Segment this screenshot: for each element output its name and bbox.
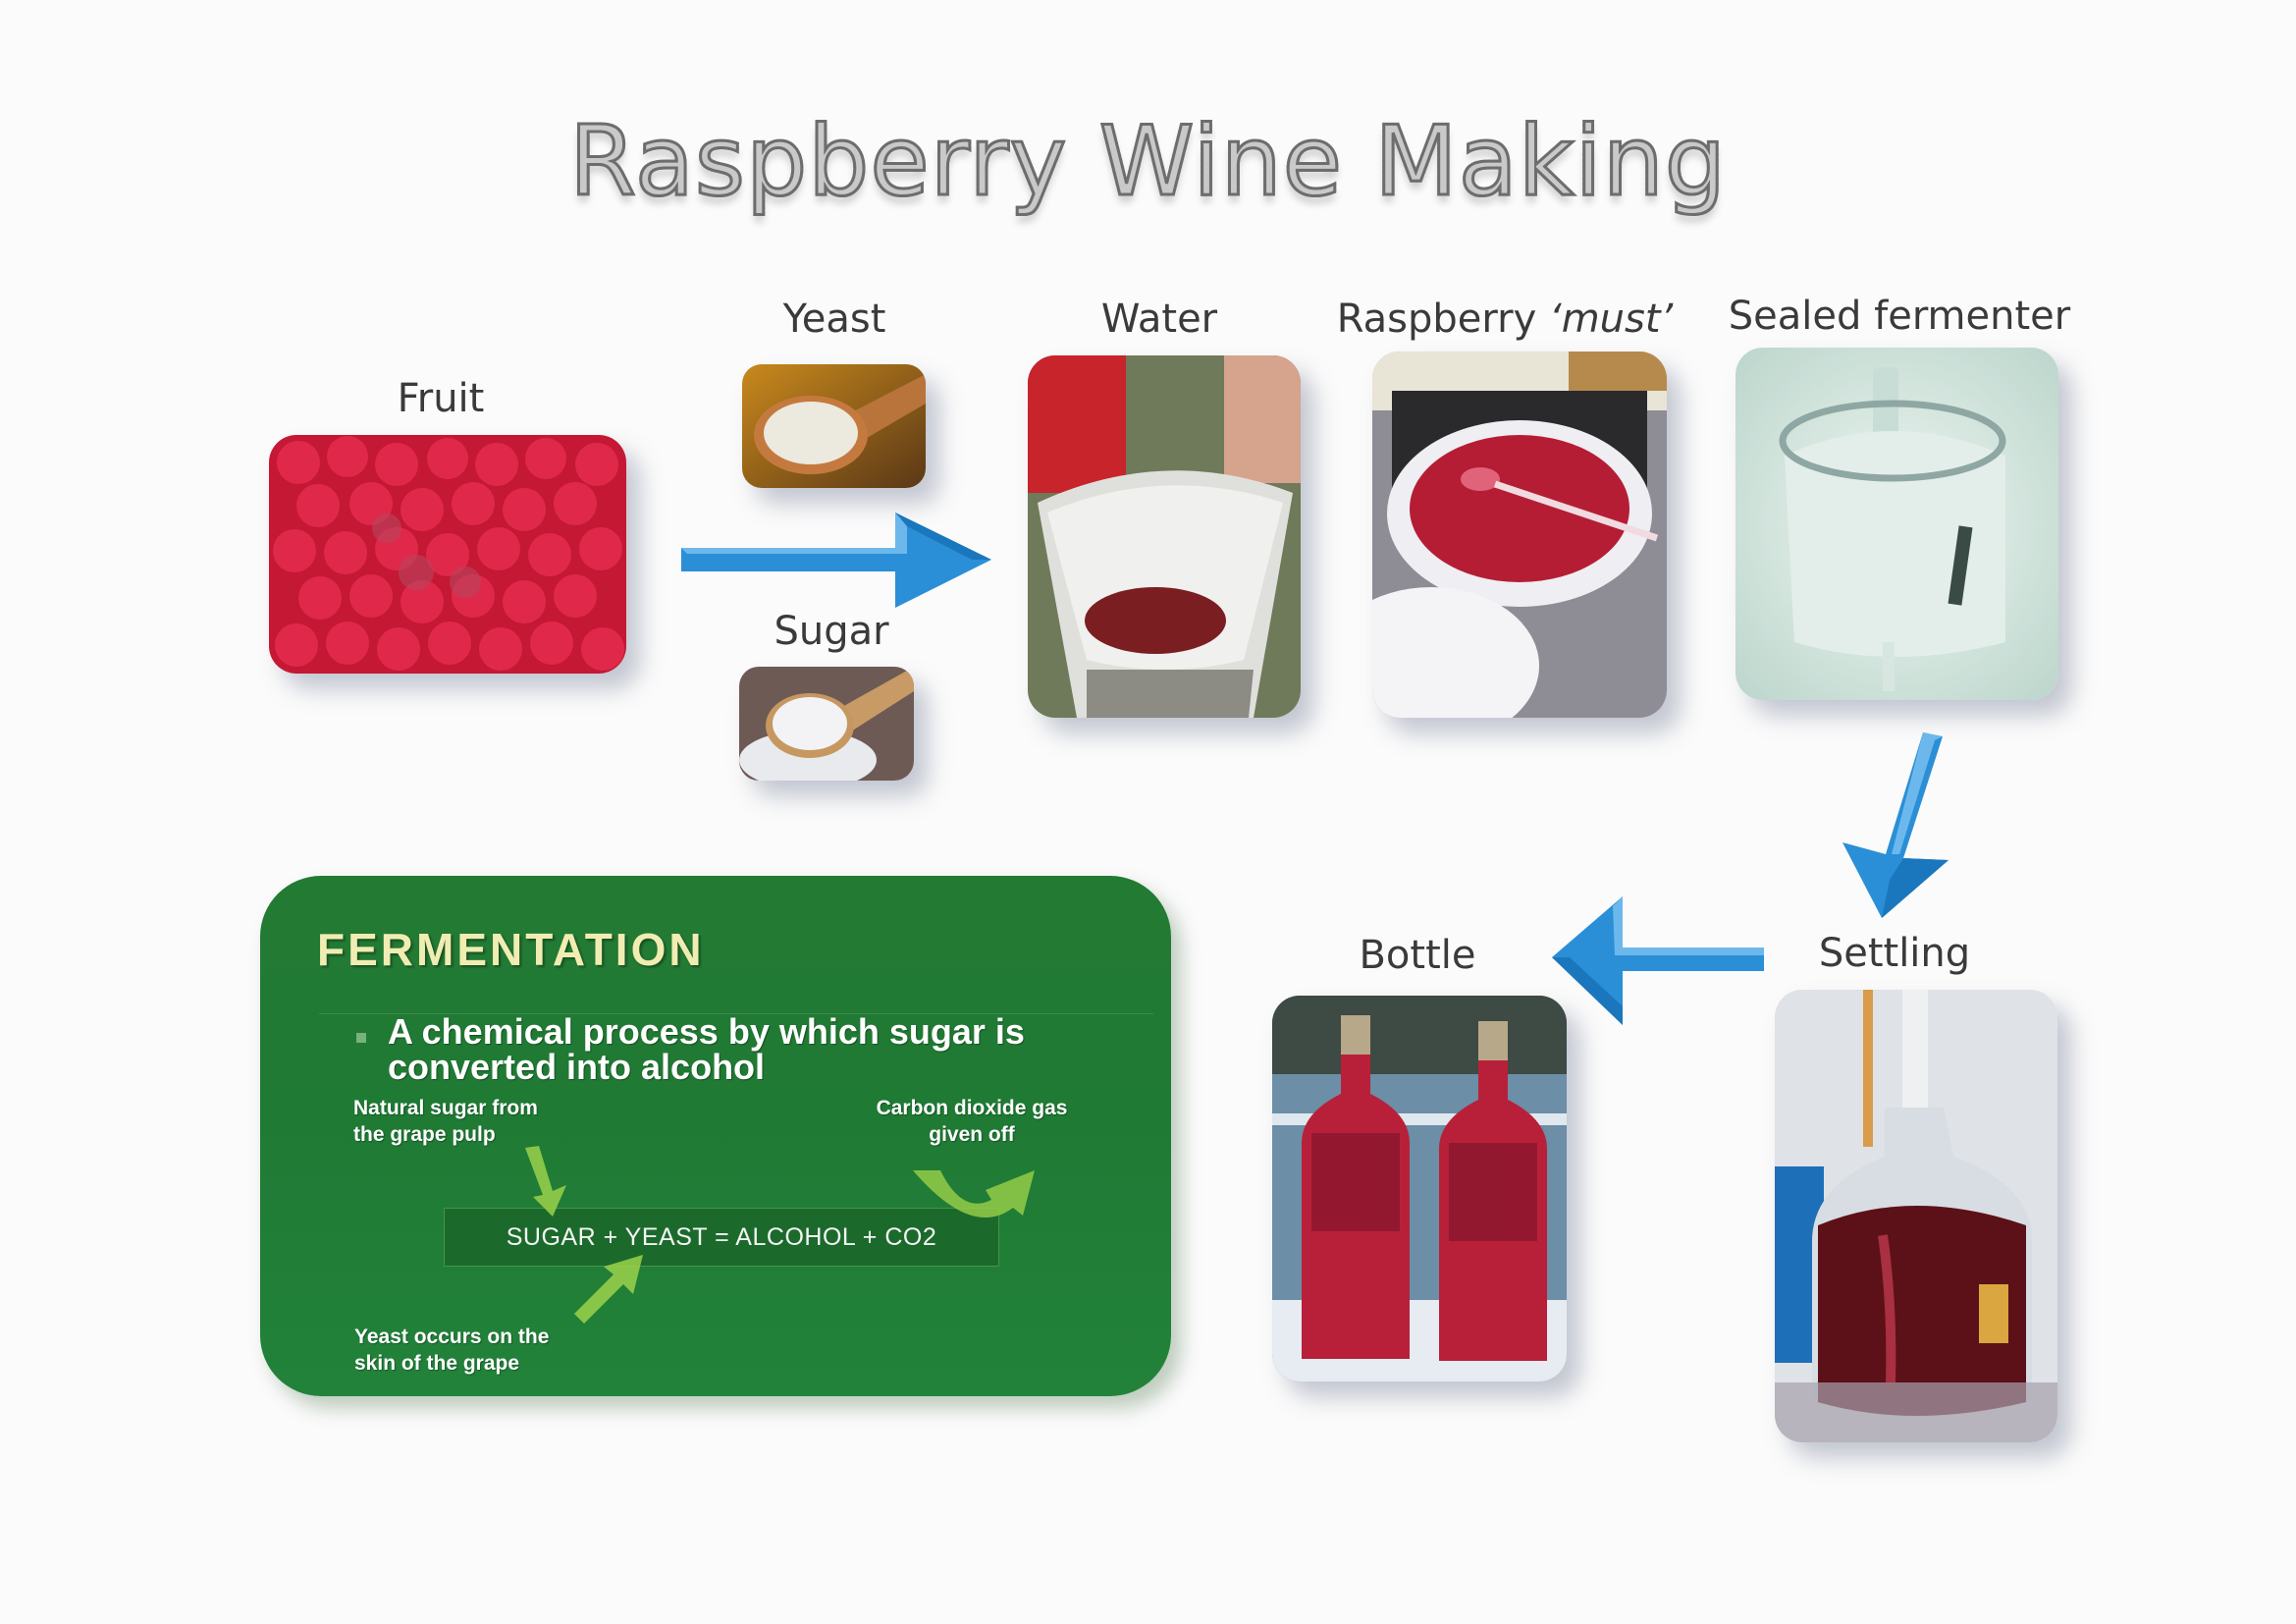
fermentation-equation: SUGAR + YEAST = ALCOHOL + CO2 xyxy=(506,1223,937,1251)
water-bucket-photo xyxy=(1028,355,1301,718)
arrow-down-icon xyxy=(525,1146,574,1217)
label-raspberry-must: Raspberry ‘must’ xyxy=(1336,297,1674,342)
label-water: Water xyxy=(1100,297,1218,342)
label-sealed-fermenter: Sealed fermenter xyxy=(1728,294,2071,339)
note-yeast-skin: Yeast occurs on the skin of the grape xyxy=(354,1326,550,1375)
down-left-arrow-icon xyxy=(1842,732,1962,918)
fermentation-panel: FERMENTATION A chemical process by which… xyxy=(260,876,1171,1396)
sealed-fermenter-photo xyxy=(1735,348,2058,700)
left-arrow-icon xyxy=(1552,896,1764,1025)
sugar-spoon-photo xyxy=(739,667,914,781)
label-sugar: Sugar xyxy=(774,609,889,654)
raspberry-must-photo xyxy=(1372,352,1667,718)
fermentation-definition: A chemical process by which sugar is con… xyxy=(388,1011,1025,1087)
demijohn-settling-photo xyxy=(1775,990,2057,1442)
yeast-spoon-photo xyxy=(742,364,926,488)
label-fruit: Fruit xyxy=(397,376,485,421)
note-natural-sugar: Natural sugar from the grape pulp xyxy=(353,1097,538,1146)
label-settling: Settling xyxy=(1818,931,1971,976)
curved-arrow-up-icon xyxy=(913,1161,1060,1229)
arrow-up-right-icon xyxy=(574,1255,643,1324)
bullet-icon xyxy=(356,1033,366,1043)
equation-box: SUGAR + YEAST = ALCOHOL + CO2 xyxy=(444,1208,999,1267)
page-title: Raspberry Wine Making xyxy=(0,105,2296,220)
note-carbon-dioxide: Carbon dioxide gas given off xyxy=(876,1097,1068,1146)
wine-bottles-photo xyxy=(1272,996,1567,1381)
raspberries-photo xyxy=(269,435,626,674)
label-yeast: Yeast xyxy=(782,297,886,342)
label-bottle: Bottle xyxy=(1359,933,1476,978)
fermentation-heading: FERMENTATION xyxy=(317,924,705,975)
divider xyxy=(319,1013,1153,1014)
right-arrow-icon xyxy=(681,513,991,608)
